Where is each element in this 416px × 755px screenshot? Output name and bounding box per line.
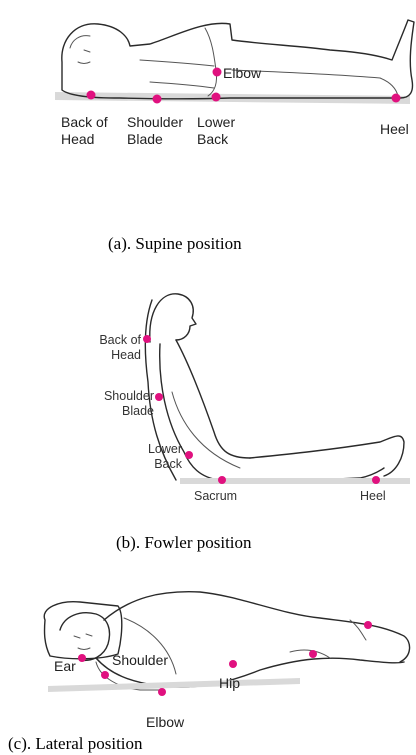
lateral-ear-label: Ear [54,658,76,675]
fowler-caption: (b). Fowler position [116,533,252,553]
supine-panel: Back of Head Shoulder Blade Lower Back E… [0,0,416,290]
fowler-heel-label: Heel [360,489,386,504]
fowler-figure [0,282,416,562]
supine-heel-label: Heel [380,121,409,138]
fowler-sacrum-label: Sacrum [194,489,237,504]
lateral-knee-point [309,650,317,658]
lateral-shoulder-label: Shoulder [112,652,168,669]
supine-back-of-head-point [87,91,96,100]
lateral-ankle-point [364,621,372,629]
fowler-sacrum-point [218,476,226,484]
lateral-hip-point [229,660,237,668]
supine-shoulder-blade-point [153,95,162,104]
supine-elbow-label: Elbow [223,65,261,82]
supine-elbow-point [213,68,222,77]
supine-back-of-head-label: Back of Head [61,114,108,148]
fowler-shoulder-blade-point [155,393,163,401]
lateral-shoulder-point [101,671,109,679]
fowler-back-of-head-label: Back of Head [89,333,141,363]
lateral-ear-point [78,654,86,662]
fowler-back-of-head-point [143,335,151,343]
fowler-lower-back-point [185,451,193,459]
lateral-caption: (c). Lateral position [8,734,143,754]
lateral-elbow-point [158,688,166,696]
fowler-shoulder-blade-label: Shoulder Blade [92,389,154,419]
fowler-panel: Back of Head Shoulder Blade Lower Back S… [0,282,416,562]
supine-shoulder-blade-label: Shoulder Blade [127,114,183,148]
lateral-elbow-label: Elbow [146,714,184,731]
lateral-panel: Ear Shoulder Hip Elbow (c). Lateral posi… [0,578,416,755]
supine-heel-point [392,94,401,103]
supine-lower-back-point [212,93,221,102]
supine-lower-back-label: Lower Back [197,114,235,148]
fowler-heel-point [372,476,380,484]
supine-caption: (a). Supine position [108,234,242,254]
lateral-hip-label: Hip [219,675,240,692]
fowler-lower-back-label: Lower Back [138,442,182,472]
